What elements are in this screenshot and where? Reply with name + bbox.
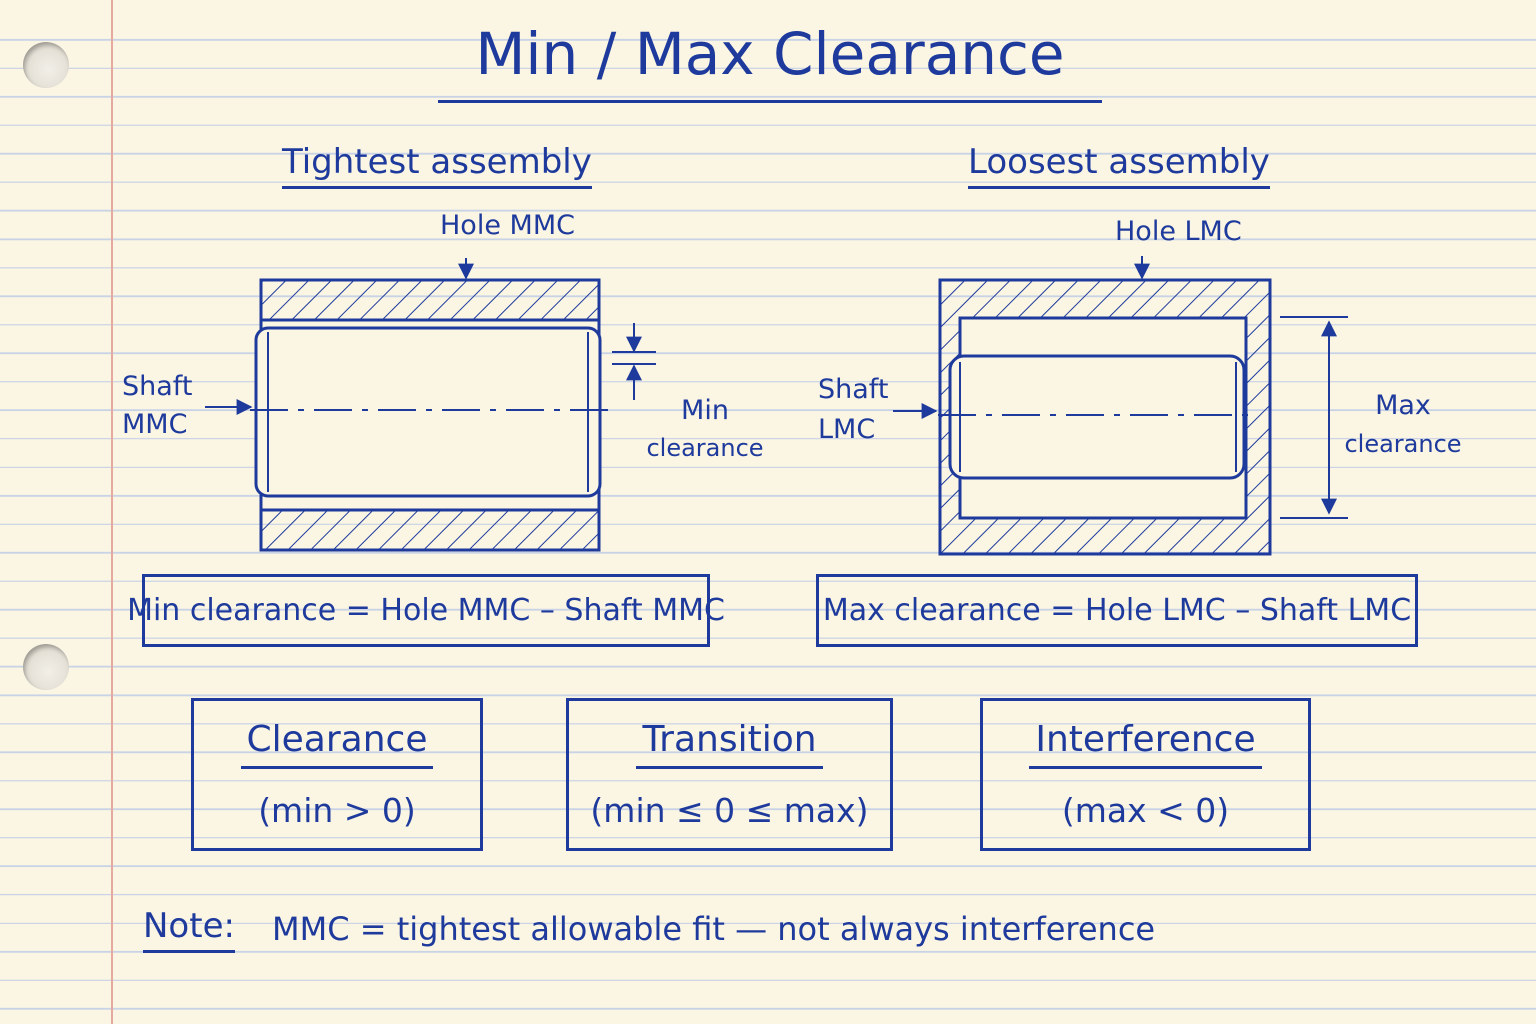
min-clearance-label-line1: Min — [681, 395, 729, 426]
fit-type-box-interference: Interference (max < 0) — [980, 698, 1311, 851]
note-label: Note: — [143, 906, 235, 953]
tight-shaft — [254, 326, 602, 498]
min-clearance-label: Min clearance — [640, 392, 770, 466]
tight-heading: Tightest assembly — [282, 142, 592, 189]
notebook-margin-line — [111, 0, 113, 1024]
tight-shaft-label-line2: MMC — [122, 409, 188, 440]
fit-type-box-clearance: Clearance (min > 0) — [191, 698, 483, 851]
loose-shaft-label-line2: LMC — [818, 414, 876, 445]
tight-shaft-label: Shaft MMC — [122, 368, 212, 444]
max-clearance-label: Max clearance — [1338, 386, 1468, 462]
title-underline — [438, 100, 1102, 103]
max-clearance-label-line1: Max — [1375, 390, 1431, 421]
tight-assembly-drawing — [205, 258, 656, 552]
loose-shaft — [948, 354, 1246, 480]
punch-hole-top — [23, 42, 69, 88]
fit-type-condition: (min > 0) — [258, 791, 416, 830]
fit-type-condition: (max < 0) — [1061, 791, 1230, 830]
fit-type-name: Clearance — [240, 719, 434, 769]
loose-shaft-label: Shaft LMC — [818, 370, 908, 450]
min-clearance-formula-box: Min clearance = Hole MMC – Shaft MMC — [127, 574, 725, 647]
max-clearance-formula: Max clearance = Hole LMC – Shaft LMC — [822, 593, 1412, 628]
max-clearance-label-line2: clearance — [1344, 430, 1462, 458]
punch-hole-bottom — [23, 644, 69, 690]
fit-type-box-transition: Transition (min ≤ 0 ≤ max) — [566, 698, 893, 851]
min-clearance-formula: Min clearance = Hole MMC – Shaft MMC — [127, 593, 725, 628]
tight-hole-label: Hole MMC — [440, 210, 575, 241]
fit-type-name: Transition — [636, 719, 823, 769]
loose-hole-label: Hole LMC — [1115, 216, 1242, 247]
page-title: Min / Max Clearance — [475, 20, 1065, 88]
fit-type-condition: (min ≤ 0 ≤ max) — [590, 791, 869, 830]
loose-shaft-label-line1: Shaft — [818, 374, 889, 405]
loose-heading: Loosest assembly — [968, 142, 1270, 189]
tight-shaft-label-line1: Shaft — [122, 371, 193, 402]
note-text: MMC = tightest allowable fit — not alway… — [272, 910, 1156, 948]
max-clearance-formula-box: Max clearance = Hole LMC – Shaft LMC — [816, 574, 1418, 647]
fit-type-name: Interference — [1029, 719, 1262, 769]
loose-assembly-drawing — [893, 256, 1348, 556]
min-clearance-label-line2: clearance — [646, 434, 764, 462]
